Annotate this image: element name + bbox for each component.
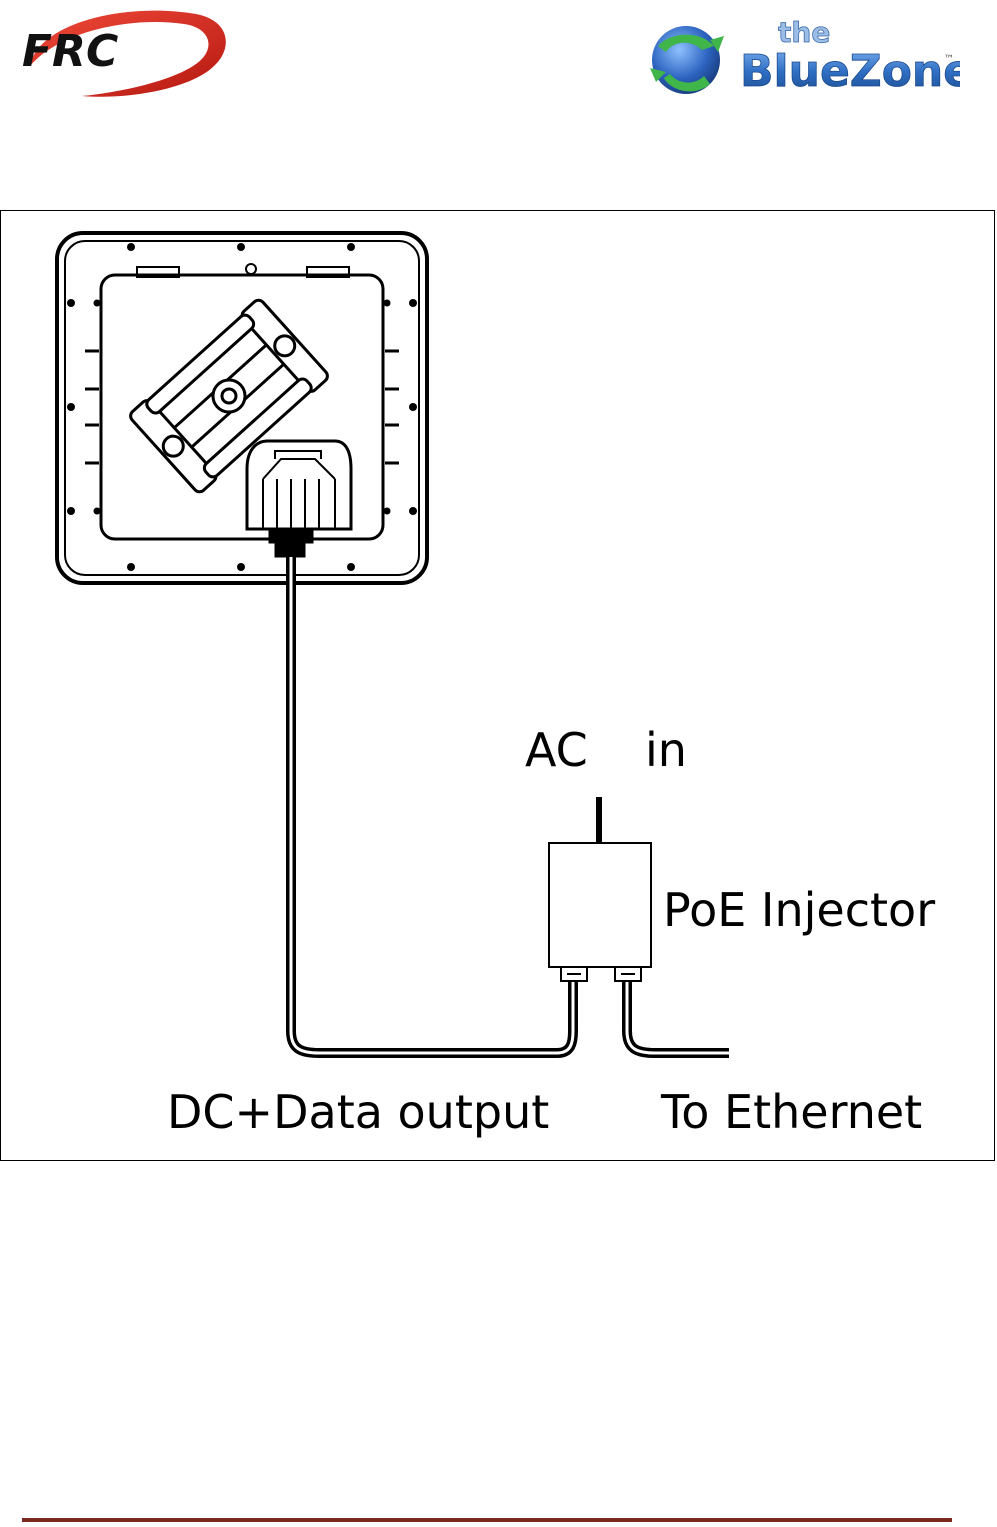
ethernet-cable <box>627 981 729 1053</box>
antenna-reader <box>57 233 427 583</box>
dc-data-output-label: DC+Data output <box>167 1089 549 1135</box>
to-ethernet-label: To Ethernet <box>661 1089 922 1135</box>
bluezone-logo-text: BlueZone <box>740 46 960 97</box>
ac-in-label: AC in <box>525 727 687 773</box>
frc-logo: FRC <box>18 4 230 100</box>
footer-rule <box>22 1518 952 1522</box>
poe-injector-box <box>549 843 651 981</box>
poe-injector-label: PoE Injector <box>663 887 935 933</box>
dc-data-cable <box>291 557 573 1053</box>
trademark-mark: ™ <box>944 54 954 65</box>
bluezone-logo-small-text: the <box>778 16 830 49</box>
diagram-frame: AC in PoE Injector DC+Data output To Eth… <box>0 210 995 1161</box>
frc-logo-text: FRC <box>22 26 118 77</box>
bluezone-logo: the BlueZone ™ <box>640 12 960 104</box>
connection-diagram <box>1 211 996 1162</box>
globe-icon <box>650 26 724 94</box>
